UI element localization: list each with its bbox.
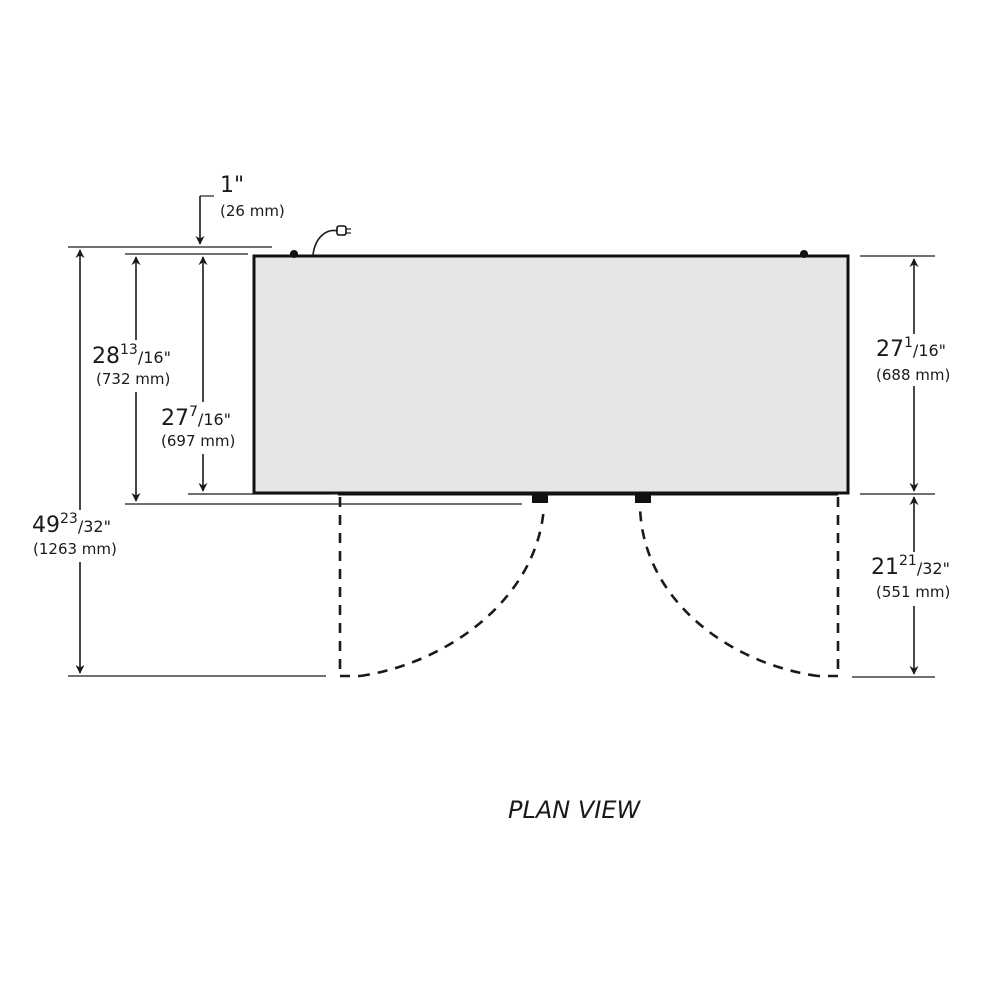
dim-door-swing-mm: (551 mm) [876,583,950,601]
dim-overall-den: /32" [78,517,111,536]
power-cord-icon [312,225,351,256]
cabinet-body [252,254,850,495]
dim-depth-total-whole: 28 [92,344,120,369]
dim-right-body-whole: 27 [876,337,904,362]
dim-depth-body-mm: (697 mm) [161,432,235,450]
dim-overall-mm: (1263 mm) [33,540,117,558]
dim-depth-total-mm: (732 mm) [96,370,170,388]
dim-door-swing: 2121/32" [871,553,950,580]
dim-overall: 4923/32" [32,511,111,538]
rear-bump-right [800,250,808,258]
dim-depth-body-num: 7 [189,404,198,420]
rear-bump-left [290,250,298,258]
door-swing-left [338,497,546,678]
dim-door-swing-den: /32" [917,559,950,578]
door-swing-right [638,497,840,678]
dim-right-body-mm: (688 mm) [876,366,950,384]
dim-right-body-den: /16" [913,341,946,360]
dim-depth-total-num: 13 [120,342,138,358]
dim-door-swing-whole: 21 [871,555,899,580]
caption-plan-view: PLAN VIEW [508,796,642,824]
dim-depth-body: 277/16" [161,404,231,431]
hinge-left [532,493,548,503]
dim-right-body: 271/16" [876,335,946,362]
dim-depth-total-den: /16" [138,348,171,367]
dim-overall-whole: 49 [32,513,60,538]
dim-top-gap-value: 1" [220,173,244,198]
dim-door-swing-num: 21 [899,553,917,569]
hinge-right [635,493,651,503]
dim-depth-body-whole: 27 [161,406,189,431]
dim-right-body-num: 1 [904,335,913,351]
dim-top-gap-mm: (26 mm) [220,202,285,220]
dim-overall-num: 23 [60,511,78,527]
dim-depth-total: 2813/16" [92,342,171,369]
dim-depth-body-den: /16" [198,410,231,429]
